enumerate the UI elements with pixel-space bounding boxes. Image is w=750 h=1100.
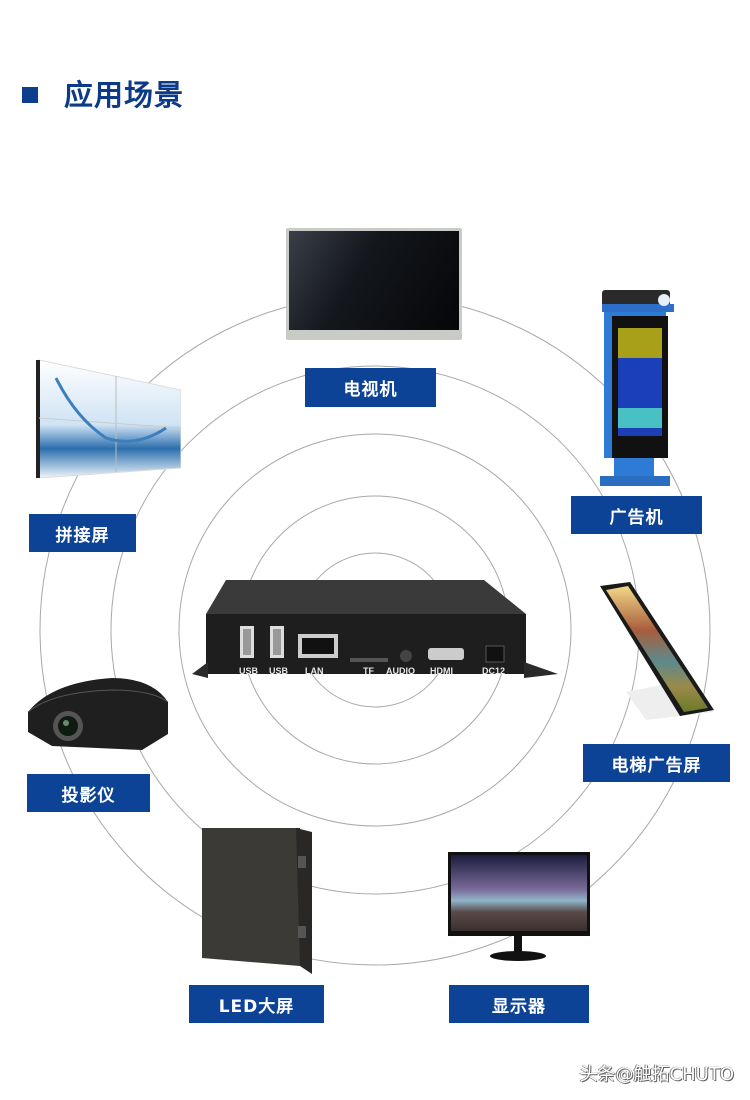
elevator-ad-screen-image xyxy=(600,582,714,720)
page-title: 应用场景 xyxy=(64,78,185,112)
svg-text:USB: USB xyxy=(239,666,259,676)
ad-kiosk-image xyxy=(600,290,674,486)
monitor-image xyxy=(448,852,590,961)
svg-text:DC12: DC12 xyxy=(482,666,505,676)
svg-text:HDMI: HDMI xyxy=(430,666,453,676)
scenario-label-projector: 投影仪 xyxy=(27,774,150,812)
scenario-label-elevator-ad-screen: 电梯广告屏 xyxy=(583,744,730,782)
video-wall-image xyxy=(36,359,181,478)
watermark: 头条@触拓CHUTO xyxy=(579,1064,734,1085)
scenario-label-video-wall: 拼接屏 xyxy=(29,514,136,552)
media-player-box-image: USB USB LAN TF AUDIO HDMI DC12 xyxy=(192,580,558,678)
scenario-label-led-screen: LED大屏 xyxy=(189,985,324,1023)
svg-text:AUDIO: AUDIO xyxy=(386,666,415,676)
heading-square-icon xyxy=(22,87,38,103)
scenario-label-ad-kiosk: 广告机 xyxy=(571,496,702,534)
scenario-label-tv: 电视机 xyxy=(305,368,436,407)
svg-text:TF: TF xyxy=(363,666,374,676)
projector-image xyxy=(27,678,169,750)
tv-image xyxy=(286,228,462,340)
svg-text:LAN: LAN xyxy=(305,666,324,676)
led-screen-image xyxy=(202,828,312,974)
scenario-label-monitor: 显示器 xyxy=(449,985,589,1023)
svg-text:USB: USB xyxy=(269,666,289,676)
